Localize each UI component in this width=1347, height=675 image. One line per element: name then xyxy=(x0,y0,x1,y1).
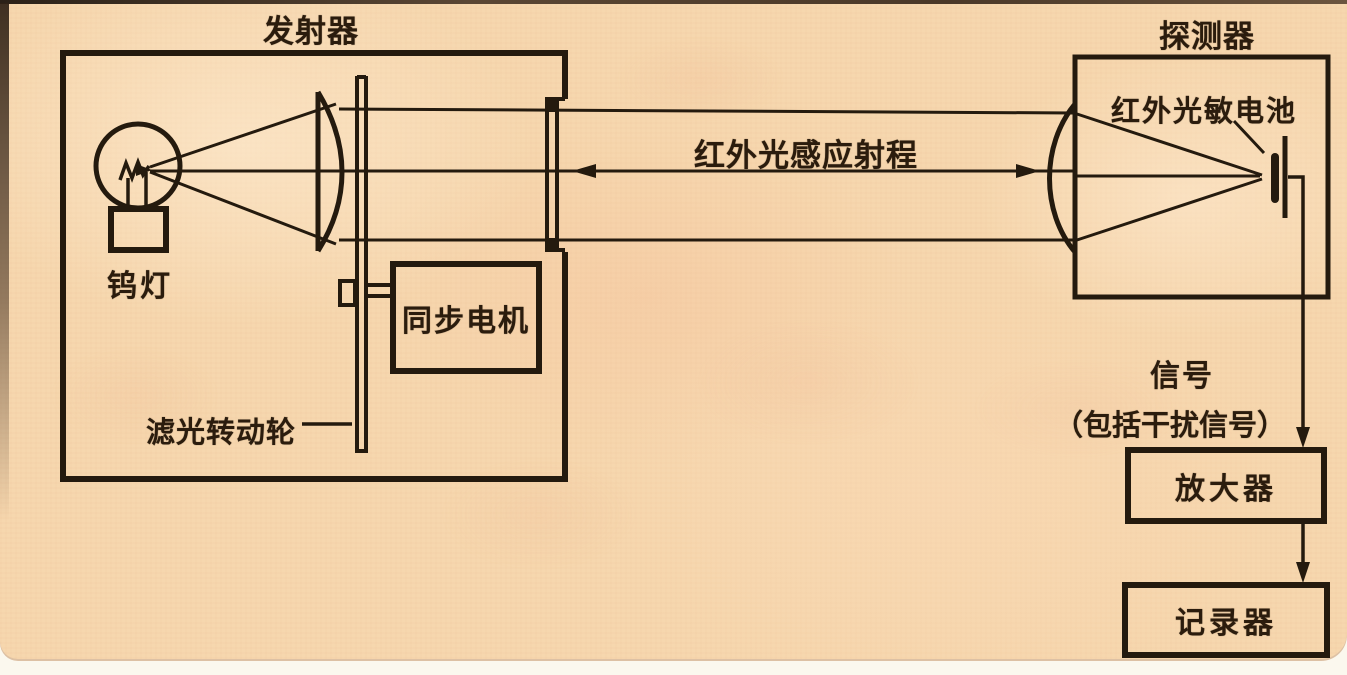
amplifier-label: 放大器 xyxy=(1175,472,1277,506)
motor-label: 同步电机 xyxy=(402,304,530,338)
ir-beam-lines xyxy=(149,102,1075,246)
amplifier-box xyxy=(1125,447,1327,524)
tungsten-lamp-icon xyxy=(93,121,183,253)
recorder-label: 记录器 xyxy=(1175,607,1277,640)
amplifier-to-recorder-arrow xyxy=(1296,521,1310,583)
transmitter-box xyxy=(60,50,568,482)
photocell-icon xyxy=(1232,119,1288,218)
aperture-slit-icon xyxy=(545,97,565,252)
signal-label-line2: （包括干扰信号） xyxy=(1054,410,1287,442)
photocell-label: 红外光敏电池 xyxy=(1111,96,1298,128)
scan-edge-top xyxy=(0,0,1347,4)
detector-box xyxy=(1072,54,1331,300)
detector-lens-icon xyxy=(1047,102,1077,254)
filter-wheel-icon xyxy=(338,75,392,453)
transmitter-title: 发射器 xyxy=(263,14,359,49)
recorder-box xyxy=(1122,582,1330,658)
ir-range-label: 红外光感应射程 xyxy=(694,138,918,173)
tungsten-lamp-label: 钨灯 xyxy=(107,270,173,303)
detector-title: 探测器 xyxy=(1159,19,1255,54)
filter-wheel-label: 滤光转动轮 xyxy=(146,417,297,449)
motor-box xyxy=(390,261,542,374)
detector-ray-lines xyxy=(1076,112,1263,242)
scan-edge-left xyxy=(0,3,9,543)
signal-label-line1: 信号 xyxy=(1150,360,1214,393)
signal-arrow xyxy=(1288,175,1310,448)
